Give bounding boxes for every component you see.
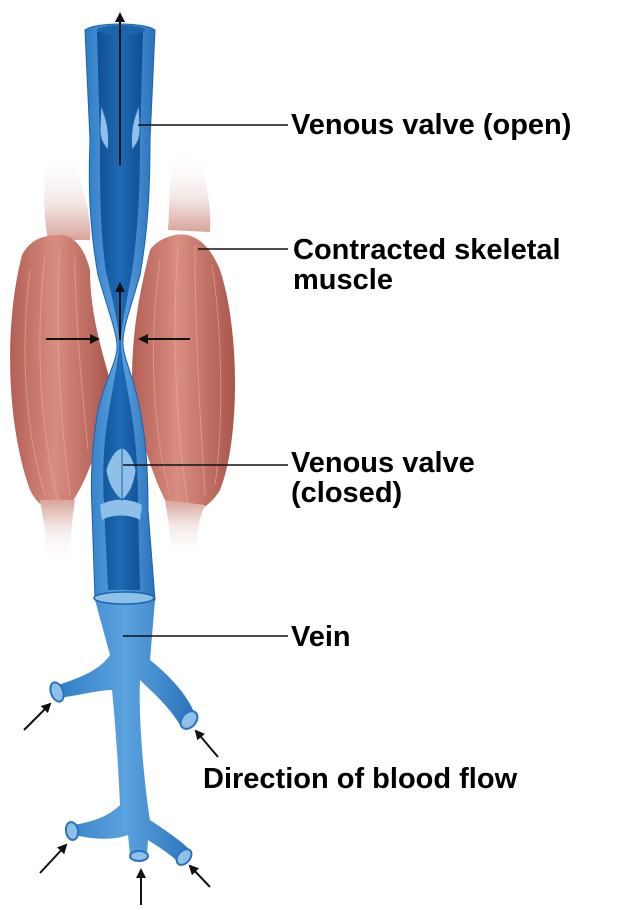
label-muscle-line2: muscle (293, 264, 393, 296)
flow-arrows (23, 12, 219, 905)
label-venous-valve-open: Venous valve (open) (291, 109, 572, 141)
label-direction-of-blood-flow: Direction of blood flow (203, 763, 518, 795)
label-valve-closed-line2: (closed) (291, 477, 403, 509)
vein-branches (49, 600, 199, 866)
label-contracted-skeletal-muscle: Contracted skeletal muscle (293, 235, 561, 295)
inflow-arrow-3 (39, 843, 68, 874)
closed-valve-cusps (105, 447, 137, 501)
inflow-arrow-2 (194, 729, 219, 758)
inflow-arrow-1 (23, 702, 52, 731)
label-venous-valve-closed: Venous valve (closed) (291, 448, 475, 508)
left-skeletal-muscle (10, 150, 110, 565)
leader-lines (123, 124, 288, 637)
inflow-arrow-5 (188, 864, 211, 888)
open-valve-cusps (99, 104, 141, 152)
label-vein: Vein (291, 621, 351, 653)
label-muscle-line1: Contracted skeletal (293, 234, 561, 266)
label-valve-closed-line1: Venous valve (291, 447, 475, 479)
right-skeletal-muscle (132, 150, 235, 560)
